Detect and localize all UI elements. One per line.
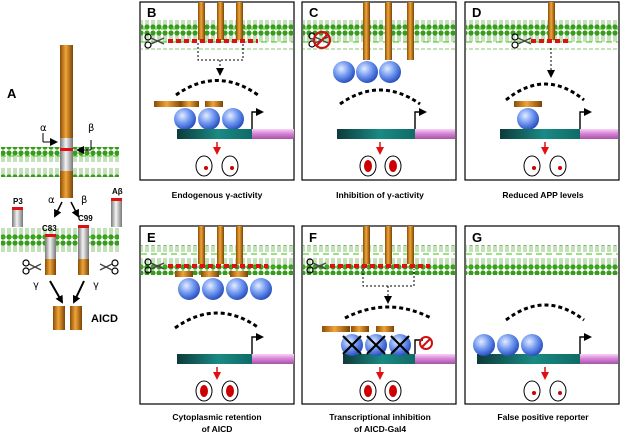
panel-b-letter: B bbox=[147, 5, 156, 20]
nuclear-envelope bbox=[505, 303, 585, 322]
beta-site-arrow bbox=[78, 140, 92, 150]
reporter-gene bbox=[252, 354, 294, 364]
panel-f-letter: F bbox=[309, 230, 317, 245]
promoter-bar bbox=[343, 354, 415, 364]
scissors-icon bbox=[22, 259, 42, 275]
no-sign-icon bbox=[312, 30, 332, 50]
alpha-label-2: α bbox=[48, 195, 55, 206]
aicd-fragment bbox=[53, 306, 65, 330]
caption-d: Reduced APP levels bbox=[502, 190, 584, 200]
alpha-site-arrow bbox=[42, 133, 56, 142]
panel-f bbox=[306, 226, 455, 402]
nuclear-envelope bbox=[175, 79, 259, 97]
aicd-fragment bbox=[70, 306, 82, 330]
reporter-gene bbox=[580, 354, 618, 364]
scissors-icon bbox=[99, 259, 119, 275]
promoter-bar bbox=[500, 129, 580, 139]
gamma-label-right: γ bbox=[93, 280, 99, 291]
c83-label: C83 bbox=[42, 224, 57, 233]
p3-label: P3 bbox=[13, 197, 23, 206]
c99-label: C99 bbox=[78, 214, 93, 223]
alpha-label: α bbox=[40, 123, 47, 134]
panel-c-frame bbox=[301, 1, 457, 181]
nuclear-envelope bbox=[505, 82, 585, 102]
promoter-bar bbox=[337, 129, 415, 139]
caption-e-line1: Cytoplasmic retention bbox=[172, 412, 261, 422]
promoter-bar bbox=[477, 354, 580, 364]
scissors-icon bbox=[306, 258, 327, 274]
membranes bbox=[141, 20, 618, 275]
promoter-bar bbox=[177, 129, 252, 139]
beta-label: β bbox=[88, 123, 94, 134]
panel-e bbox=[144, 226, 294, 402]
nuclear-envelope bbox=[174, 311, 260, 330]
nuclear-envelope bbox=[339, 88, 421, 106]
abeta-fragment bbox=[111, 201, 122, 227]
reporter-gene bbox=[252, 129, 294, 139]
panel-e-letter: E bbox=[147, 230, 156, 245]
reporter-gene bbox=[415, 129, 455, 139]
caption-e-line2: of AICD bbox=[202, 424, 233, 434]
caption-g: False positive reporter bbox=[497, 412, 589, 422]
reporter-gene bbox=[580, 129, 618, 139]
panel-b bbox=[144, 2, 294, 177]
panel-a: A α β α β P3 Aβ C83 C99 bbox=[1, 45, 123, 330]
aicd-label: AICD bbox=[91, 313, 118, 325]
caption-c: Inhibition of γ-activity bbox=[336, 190, 424, 200]
panel-g bbox=[473, 303, 618, 402]
panel-d-letter: D bbox=[472, 5, 481, 20]
panel-g-letter: G bbox=[472, 230, 482, 245]
panel-c-letter: C bbox=[309, 5, 319, 20]
scissors-icon bbox=[511, 33, 532, 49]
scissors-icon bbox=[144, 33, 165, 49]
no-sign-icon bbox=[419, 336, 433, 350]
app-full-length bbox=[60, 45, 73, 138]
cross-marks bbox=[342, 335, 410, 355]
c99-fragment bbox=[78, 228, 89, 259]
panel-g-frame bbox=[464, 225, 620, 405]
reporter-gene bbox=[415, 354, 455, 364]
beta-label-2: β bbox=[81, 195, 87, 206]
panel-d-frame bbox=[464, 1, 620, 181]
promoter-bar bbox=[177, 354, 252, 364]
caption-f-line2: of AICD-Gal4 bbox=[354, 424, 406, 434]
abeta-label: Aβ bbox=[112, 187, 123, 196]
caption-f-line1: Transcriptional inhibition bbox=[329, 412, 431, 422]
nuclear-envelope bbox=[344, 305, 432, 320]
panel-d bbox=[500, 2, 618, 177]
c83-fragment bbox=[45, 237, 56, 259]
caption-b: Endogenous γ-activity bbox=[172, 190, 263, 200]
membrane-a-bottom bbox=[1, 228, 119, 258]
panel-a-letter: A bbox=[7, 86, 17, 101]
p3-fragment bbox=[12, 210, 23, 227]
panel-c bbox=[308, 2, 455, 177]
gamma-label-left: γ bbox=[33, 280, 39, 291]
scissors-icon bbox=[144, 258, 165, 274]
panel-f-frame bbox=[301, 225, 457, 405]
